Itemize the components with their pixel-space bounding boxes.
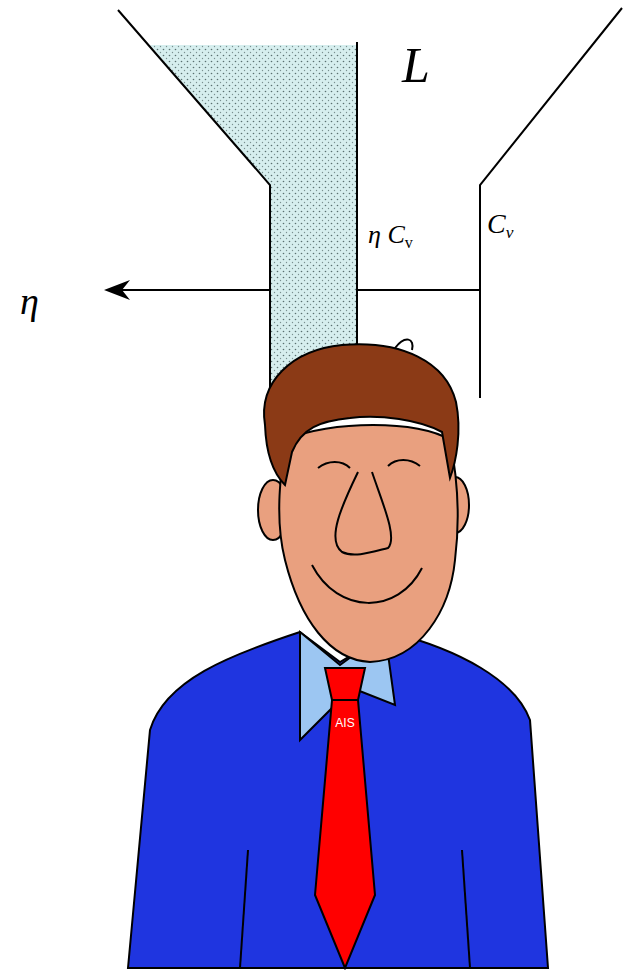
hair-curl [395, 340, 413, 350]
necktie: AIS [300, 665, 390, 970]
face [279, 425, 457, 662]
suit-jacket [128, 632, 548, 968]
tie-text: AIS [300, 717, 390, 729]
symbol-text: L [402, 37, 430, 93]
nose [335, 472, 391, 555]
funnel-wall [480, 8, 622, 398]
hair [264, 344, 458, 485]
symbol-text: C [487, 208, 506, 239]
eye [388, 460, 420, 466]
arrow-line [112, 289, 270, 291]
subscript: v [405, 234, 413, 251]
smile [312, 565, 422, 603]
suit-fold [462, 850, 470, 968]
symbol-text: η C [368, 220, 405, 249]
arrow-head [104, 280, 130, 300]
suit-fold [240, 850, 248, 968]
symbol-text: η [20, 280, 39, 322]
level-line [357, 289, 480, 291]
funnel-wall [118, 10, 270, 410]
symbol-label: η [20, 282, 39, 320]
tie-shape [300, 665, 390, 970]
symbol-label: η Cv [368, 222, 413, 248]
eye [318, 462, 350, 468]
symbol-label: L [402, 40, 430, 90]
subscript: v [506, 223, 514, 242]
symbol-label: Cv [487, 210, 513, 238]
